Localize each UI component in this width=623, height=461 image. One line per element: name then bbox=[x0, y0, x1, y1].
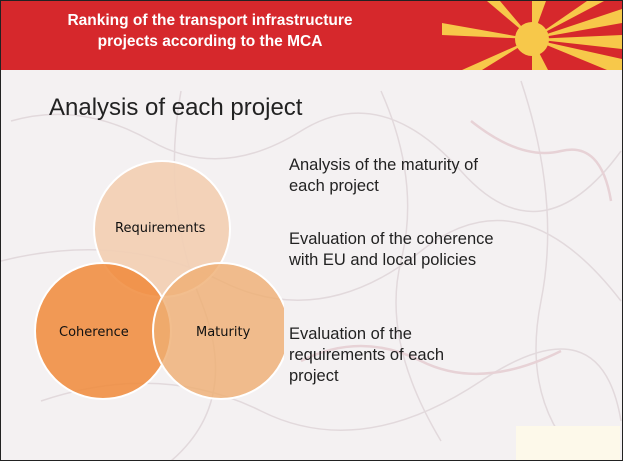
slide-title: Ranking of the transport infrastructure … bbox=[25, 10, 395, 52]
venn-label-requirements: Requirements bbox=[115, 221, 206, 236]
bullet-requirements: Evaluation of the requirements of each p… bbox=[289, 325, 445, 385]
bullet-maturity: Analysis of the maturity of each project bbox=[289, 156, 478, 195]
corner-box bbox=[516, 426, 620, 460]
sun-logo bbox=[442, 1, 622, 70]
slide-title-line-1: Ranking of the transport infrastructure bbox=[67, 12, 353, 29]
slide-title-line-2: projects according to the MCA bbox=[97, 33, 323, 50]
bullet-coherence: Evaluation of the coherence with EU and … bbox=[289, 230, 494, 269]
section-heading: Analysis of each project bbox=[49, 94, 303, 121]
header-banner: Ranking of the transport infrastructure … bbox=[1, 1, 622, 70]
venn-diagram: Requirements Coherence Maturity bbox=[34, 159, 290, 414]
venn-label-coherence: Coherence bbox=[59, 325, 129, 340]
venn-label-maturity: Maturity bbox=[196, 325, 251, 340]
